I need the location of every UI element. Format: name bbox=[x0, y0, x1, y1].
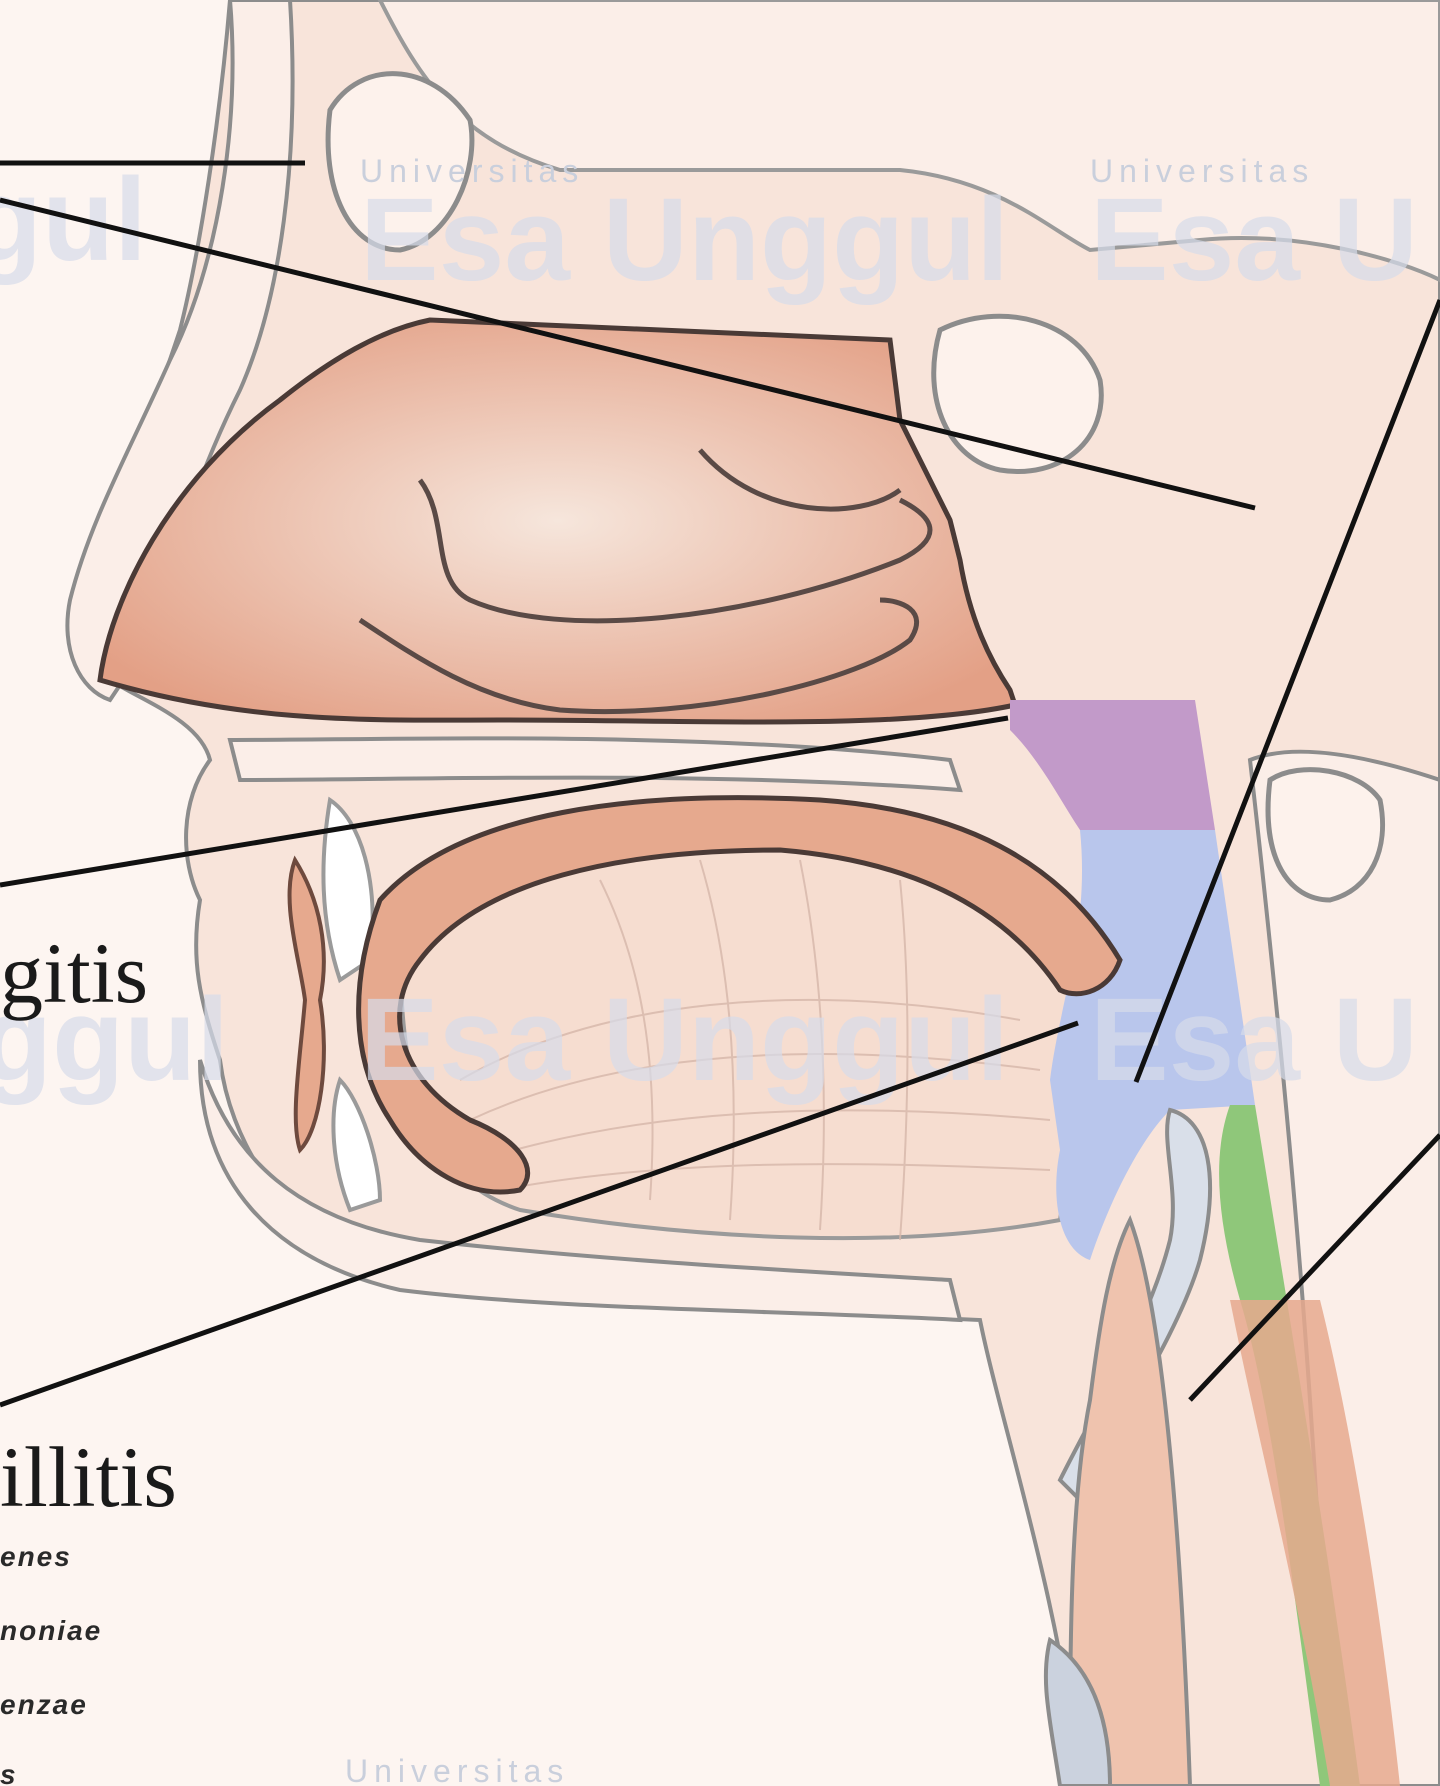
vertebra-body bbox=[1268, 770, 1382, 900]
watermark-big-3: Esa Unggul bbox=[360, 974, 1009, 1106]
organism-line-1: enes bbox=[0, 1541, 72, 1572]
watermark-big-6: Esa U bbox=[1090, 974, 1418, 1106]
watermark-big-2: Esa U bbox=[1090, 174, 1418, 306]
organism-line-2: noniae bbox=[0, 1615, 102, 1646]
label-tonsillitis-fragment: illitis bbox=[0, 1429, 177, 1525]
watermark-small-3: Universitas bbox=[345, 1753, 569, 1786]
organism-line-3: enzae bbox=[0, 1689, 88, 1720]
label-laryngitis-fragment: gitis bbox=[0, 925, 148, 1021]
watermark-big-1: Esa Unggul bbox=[360, 174, 1009, 306]
organism-line-4: s bbox=[0, 1759, 18, 1786]
